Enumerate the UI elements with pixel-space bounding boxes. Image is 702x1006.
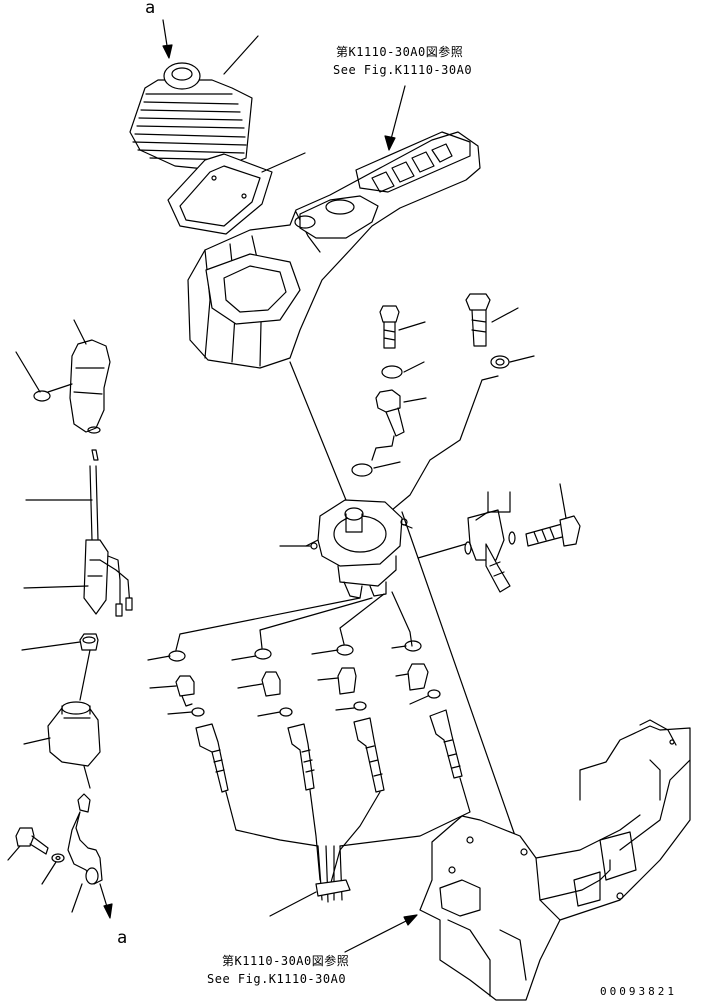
connection-line xyxy=(401,511,521,851)
leaders-right xyxy=(373,307,535,469)
washer xyxy=(495,358,505,366)
leader-yoke xyxy=(475,491,511,521)
reference-top-en: See Fig.K1110-30A0 xyxy=(333,63,473,77)
bolt-yoke xyxy=(525,515,581,547)
part-number: 00093821 xyxy=(600,985,677,998)
pilot-valve xyxy=(305,499,413,599)
console-cover xyxy=(187,131,481,369)
nut xyxy=(79,633,99,651)
leader-bolt xyxy=(559,483,567,519)
leaders-ports xyxy=(147,645,429,717)
reference-bottom-jp: 第K1110-30A0図参照 xyxy=(222,954,350,968)
harness-clamp xyxy=(315,845,351,903)
o-ring xyxy=(351,463,373,477)
leader-screw xyxy=(15,351,41,393)
reference-top-jp: 第K1110-30A0図参照 xyxy=(336,45,464,59)
leader-boot xyxy=(223,35,259,75)
connection-line xyxy=(391,375,499,511)
reference-arrow-bottom xyxy=(344,914,418,953)
reference-arrow-top xyxy=(384,85,406,151)
console-bracket xyxy=(419,719,691,1001)
port-assembly-2 xyxy=(254,648,321,881)
connection-line xyxy=(79,649,91,701)
bolt-upper-right xyxy=(465,293,491,347)
bolt-upper-left xyxy=(379,305,400,349)
connection-line xyxy=(83,765,91,789)
leader-joint xyxy=(417,543,467,559)
callout-arrow-top xyxy=(162,19,173,59)
lever-bolt xyxy=(15,827,49,855)
lever-washer xyxy=(51,853,65,863)
boot-plate xyxy=(167,153,273,235)
leader-harness xyxy=(23,499,93,589)
leader-plate xyxy=(261,152,306,173)
connection-line xyxy=(289,361,349,506)
connection-line xyxy=(371,435,395,461)
leader-clamp xyxy=(269,891,317,917)
joint-yoke xyxy=(464,509,516,593)
port-assembly-3 xyxy=(329,644,385,887)
hose-lines xyxy=(175,591,413,651)
leader-nut xyxy=(21,641,81,651)
fitting xyxy=(375,389,405,437)
knob-screw xyxy=(33,383,73,402)
callout-label-bottom: a xyxy=(117,928,128,948)
washer xyxy=(490,355,510,369)
callout-arrow-bottom xyxy=(99,883,113,919)
port-assembly-4 xyxy=(339,640,471,847)
port-assembly-1 xyxy=(168,650,319,847)
leaders-bottom-left xyxy=(7,845,83,913)
leader-knob xyxy=(73,319,87,345)
lever-arm xyxy=(67,793,103,885)
washer xyxy=(381,365,403,379)
reference-bottom-en: See Fig.K1110-30A0 xyxy=(207,972,347,986)
control-knob xyxy=(69,339,111,434)
leader-bracket xyxy=(23,737,51,745)
lever-bracket xyxy=(47,701,101,767)
callout-label-top: a xyxy=(145,0,156,18)
wiring-harness xyxy=(83,449,133,617)
gear-boot xyxy=(129,62,253,171)
